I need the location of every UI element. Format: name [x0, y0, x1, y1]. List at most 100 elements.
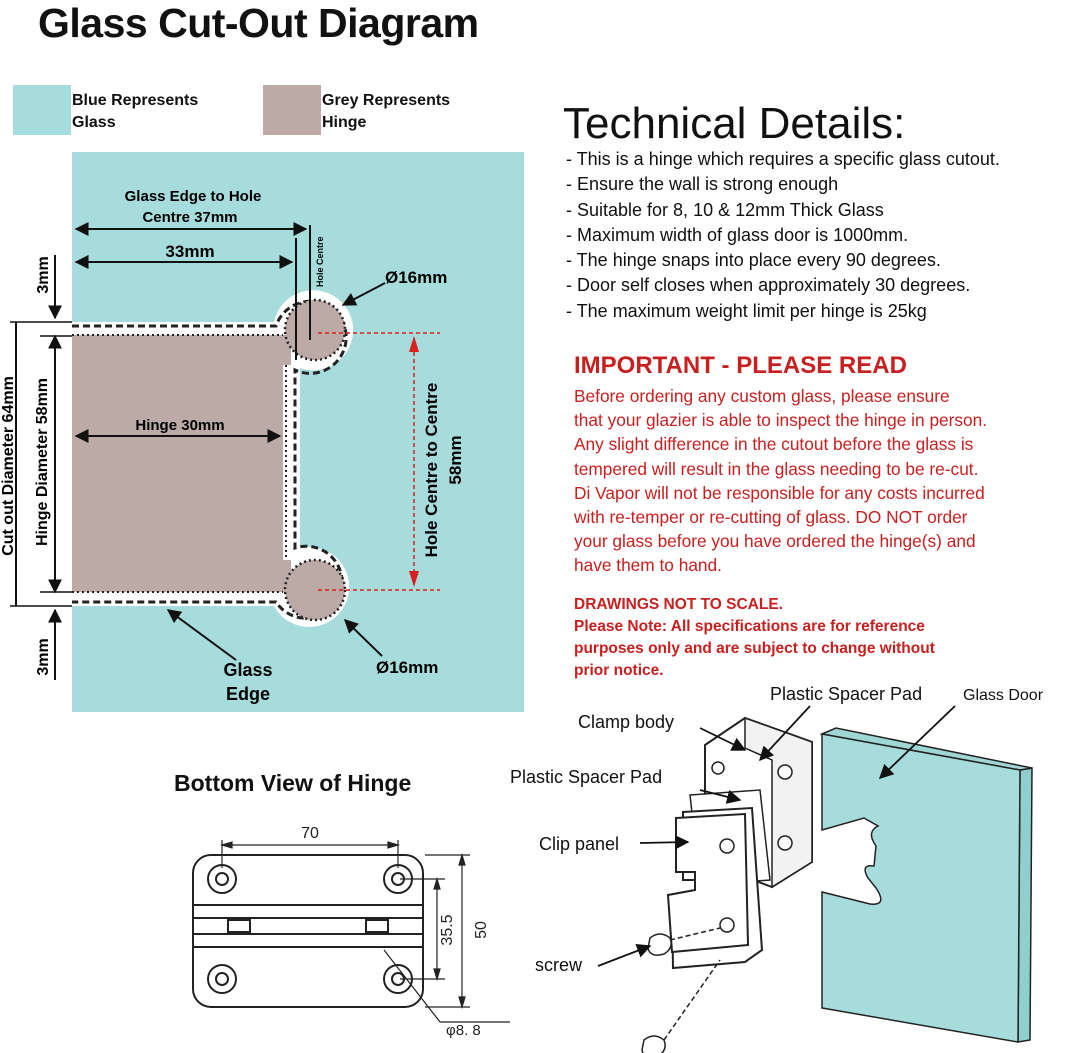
technical-item: - Suitable for 8, 10 & 12mm Thick Glass: [566, 199, 884, 220]
clip-panel-label: Clip panel: [539, 834, 619, 854]
glass-edge-label-1: Glass: [223, 660, 272, 680]
leader-screw: [597, 943, 652, 967]
plastic-spacer-pad-top-label: Plastic Spacer Pad: [770, 684, 922, 704]
plate-hole-tl: [207, 864, 237, 894]
dim-70-arrow-right: [387, 841, 401, 849]
glass-legend-line1: Blue Represents: [72, 92, 199, 109]
hinge-legend-swatch: [263, 85, 321, 135]
dim-70-label: 70: [301, 825, 319, 842]
note-line: DRAWINGS NOT TO SCALE.: [574, 596, 783, 613]
clamp-body-label: Clamp body: [578, 712, 674, 732]
screw-top: [647, 933, 672, 956]
hole-centre-label: Hole Centre: [315, 236, 325, 287]
screw-top-line: [669, 927, 721, 941]
technical-item: - Ensure the wall is strong enough: [566, 174, 839, 195]
edge-to-hole-label-2: Centre 37mm: [142, 209, 237, 226]
bottom-view-drawing: 70 35.5 50 φ8. 8: [192, 825, 510, 1039]
bottom-view-heading: Bottom View of Hinge: [174, 770, 412, 796]
leader-clamp-body: [699, 727, 747, 751]
hinge-legend-label: Grey Represents Hinge: [322, 90, 450, 134]
important-line: Any slight difference in the cutout befo…: [574, 434, 974, 455]
dim-50-arrow-top: [458, 852, 466, 866]
technical-item: - The maximum weight limit per hinge is …: [566, 300, 927, 321]
dim-hole-label: φ8. 8: [446, 1022, 481, 1039]
clamp-screw-hole-3: [711, 761, 725, 775]
hole-to-hole-arrow-top: [409, 336, 419, 352]
leader-spacer-top: [759, 705, 811, 762]
glass-edge-label-2: Edge: [226, 684, 270, 704]
screw-bottom: [641, 1035, 666, 1053]
plate-hole-tl-inner: [215, 872, 229, 886]
hinge-top-dotted: [283, 298, 347, 362]
plate-hole-bl: [207, 964, 237, 994]
hinge-30-label: Hinge 30mm: [135, 417, 224, 434]
clamp-screw-hole-1: [777, 764, 793, 780]
technical-item: - Maximum width of glass door is 1000mm.: [566, 224, 909, 245]
clip-panel-hole-2: [719, 917, 735, 933]
dia-bottom-arrow: [343, 619, 383, 657]
technical-list: - This is a hinge which requires a speci…: [566, 147, 1000, 324]
note-line: purposes only and are subject to change …: [574, 640, 935, 657]
glass-legend-label: Blue Represents Glass: [72, 90, 198, 134]
dim-35-arrow-top: [433, 876, 441, 890]
edge-to-hole-label-1: Glass Edge to Hole: [125, 188, 262, 205]
plate-slot-left: [227, 919, 251, 933]
important-line: with re-temper or re-cutting of glass. D…: [574, 507, 968, 528]
hole-to-hole-arrow-bottom: [409, 571, 419, 587]
dim-hole-leader: [383, 949, 441, 1023]
plate-hole-bl-inner: [215, 972, 229, 986]
hole-to-hole-label-2: 58mm: [446, 435, 465, 484]
dim-70-arrow-left: [219, 841, 233, 849]
dia-top-label: Ø16mm: [385, 268, 447, 287]
note-line: prior notice.: [574, 662, 664, 679]
dia-top-arrow: [341, 282, 386, 306]
important-heading: IMPORTANT - PLEASE READ: [574, 352, 907, 379]
dim-50-label: 50: [473, 921, 490, 939]
important-line: Before ordering any custom glass, please…: [574, 386, 950, 406]
hinge-bottom-dotted: [283, 558, 347, 622]
leader-spacer-left: [699, 789, 742, 804]
hole-to-hole-label-1: Hole Centre to Centre: [422, 383, 441, 558]
glass-legend-line2: Glass: [72, 114, 116, 131]
gap-bottom-label: 3mm: [35, 638, 52, 675]
important-line: Di Vapor will not be responsible for any…: [574, 482, 985, 503]
hinge-legend-line2: Hinge: [322, 114, 367, 131]
dim-35-5-label: 35.5: [439, 914, 456, 945]
leader-clip-panel: [639, 835, 690, 850]
glass-legend-swatch: [13, 85, 71, 135]
hinge-neck-bottom: [283, 560, 291, 592]
cut-out-diameter-label: Cut out Diameter 64mm: [0, 376, 17, 556]
clip-panel-front: [666, 812, 750, 954]
dim-33-label: 33mm: [165, 242, 214, 261]
dia-bottom-label: Ø16mm: [376, 658, 438, 677]
technical-item: - The hinge snaps into place every 90 de…: [566, 250, 941, 271]
important-line: your glass before you have ordered the h…: [574, 531, 976, 552]
technical-item: - Door self closes when approximately 30…: [566, 275, 971, 296]
glass-edge-arrow: [166, 609, 237, 661]
hinge-bottom-round: [285, 560, 345, 620]
dim-35-arrow-bottom: [433, 968, 441, 982]
plate-slot-right: [365, 919, 389, 933]
plastic-spacer-pad-left-label: Plastic Spacer Pad: [510, 767, 662, 787]
important-line: that your glazier is able to inspect the…: [574, 410, 988, 431]
hinge-neck-top: [283, 335, 291, 365]
technical-item: - This is a hinge which requires a speci…: [566, 149, 1000, 169]
clip-panel-hole-1: [719, 838, 735, 854]
hinge-diameter-label: Hinge Diameter 58mm: [34, 378, 51, 546]
screw-label: screw: [535, 955, 583, 975]
important-line: have them to hand.: [574, 555, 722, 576]
glass-door-face: [821, 733, 1021, 1043]
technical-heading: Technical Details:: [563, 99, 906, 148]
hinge-legend-line1: Grey Represents: [322, 92, 451, 109]
dim-50-arrow-bottom: [458, 996, 466, 1010]
cutout-diagram: Glass Edge to Hole Centre 37mm 33mm Hole…: [0, 152, 524, 712]
screw-bottom-line: [663, 959, 721, 1041]
exploded-view-drawing: Plastic Spacer Pad Glass Door Clamp body…: [510, 684, 1044, 1053]
page-title: Glass Cut-Out Diagram: [38, 0, 479, 46]
clamp-screw-hole-2: [777, 835, 793, 851]
notes-block: DRAWINGS NOT TO SCALE. Please Note: All …: [574, 594, 935, 682]
hinge-top-round: [285, 300, 345, 360]
important-line: tempered will result in the glass needin…: [574, 458, 979, 479]
gap-top-label: 3mm: [35, 256, 52, 293]
leader-glass-door: [878, 705, 956, 779]
